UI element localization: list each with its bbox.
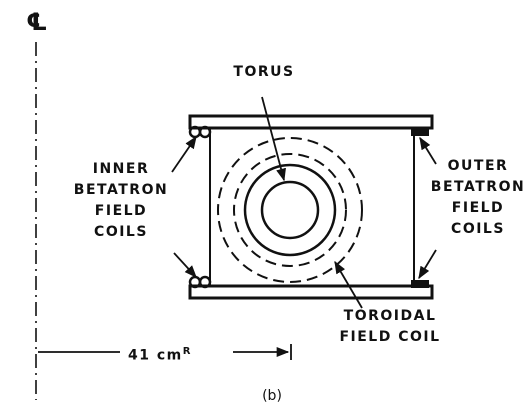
outer-coils-line-2: BETATRON bbox=[430, 179, 526, 195]
outer-coils-line-4: COILS bbox=[451, 221, 505, 237]
radius-label: 41 cmR bbox=[128, 341, 192, 367]
outer-coil-top-arrow bbox=[419, 136, 437, 165]
toroidal-field-coil bbox=[217, 137, 363, 283]
inner-coil-bottom bbox=[188, 275, 212, 289]
outer-coils-line-3: FIELD bbox=[451, 200, 505, 216]
toroidal-coil-line-2: FIELD COIL bbox=[339, 329, 441, 345]
figure-caption: (b) bbox=[262, 388, 282, 404]
outer-coil-top bbox=[411, 128, 429, 136]
toroidal-coil-arrow bbox=[334, 260, 363, 309]
outer-coils-line-1: OUTER bbox=[447, 158, 509, 174]
toroidal-coil-line-1: TOROIDAL bbox=[343, 308, 437, 324]
inner-coils-line-2: BETATRON bbox=[73, 182, 169, 198]
torus bbox=[243, 163, 337, 257]
outer-coil-bottom bbox=[411, 280, 429, 288]
inner-coils-line-3: FIELD bbox=[94, 203, 148, 219]
outer-coil-bottom-arrow bbox=[418, 249, 437, 280]
inner-coil-top bbox=[188, 125, 212, 139]
top-plate bbox=[188, 114, 434, 130]
inner-coils-label: INNER BETATRON FIELD COILS bbox=[66, 159, 176, 243]
toroidal-coil-label: TOROIDAL FIELD COIL bbox=[328, 306, 452, 348]
radius-superscript: R bbox=[182, 346, 192, 357]
inner-coil-bottom-arrow bbox=[173, 252, 197, 278]
bottom-plate bbox=[188, 284, 434, 300]
centerline-symbol: ℄ bbox=[26, 8, 48, 36]
torus-label: TORUS bbox=[233, 64, 295, 80]
inner-coils-line-1: INNER bbox=[92, 161, 150, 177]
radius-value: 41 cm bbox=[128, 347, 183, 364]
outer-coils-label: OUTER BETATRON FIELD COILS bbox=[430, 156, 526, 240]
torus-arrow bbox=[261, 96, 286, 182]
inner-coils-line-4: COILS bbox=[94, 224, 148, 240]
inner-coil-top-arrow bbox=[171, 135, 197, 173]
